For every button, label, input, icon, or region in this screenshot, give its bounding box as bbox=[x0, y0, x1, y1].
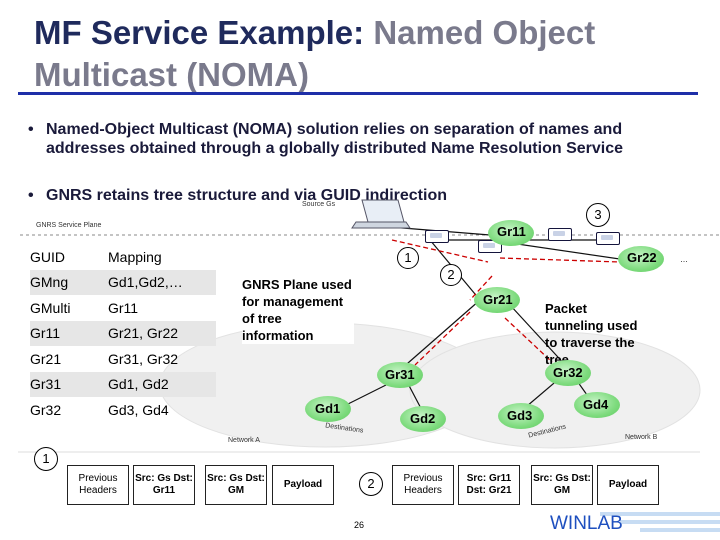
router-icon bbox=[596, 232, 620, 245]
router-icon bbox=[425, 230, 449, 243]
node-label: Gd3 bbox=[507, 408, 533, 423]
table-header-guid: GUID bbox=[30, 248, 65, 265]
tunnel-arrow-1 bbox=[391, 239, 489, 263]
table-cell: Gd3, Gd4 bbox=[108, 401, 169, 418]
packet-1-payload: Payload bbox=[272, 465, 334, 505]
title-part-1: MF Service Example: bbox=[34, 14, 374, 51]
tree-links bbox=[339, 226, 641, 417]
packet-2-marker: 2 bbox=[359, 472, 383, 496]
table-cell: GMulti bbox=[30, 299, 71, 316]
node-gr21 bbox=[474, 287, 520, 313]
link-gr21-gr31 bbox=[399, 299, 481, 371]
bullet-1: • Named-Object Multicast (NOMA) solution… bbox=[28, 120, 688, 180]
node-gr32 bbox=[545, 360, 591, 386]
table-cell: Gr11 bbox=[30, 320, 108, 346]
packet-1-previous-headers: Previous Headers bbox=[67, 465, 129, 505]
source-laptop-icon bbox=[351, 199, 411, 229]
table-row: Gr11 Gr21, Gr22 bbox=[30, 320, 216, 346]
network-b-cloud bbox=[409, 331, 701, 449]
tunnel-arrows bbox=[391, 239, 621, 366]
packet-2-outer-header: Src: Gr11 Dst: Gr21 bbox=[458, 465, 520, 505]
table-cell: Gr31 bbox=[30, 371, 108, 397]
table-cell: Gr11 bbox=[108, 299, 139, 316]
title-rule bbox=[18, 92, 698, 95]
table-header-mapping: Mapping bbox=[108, 248, 162, 265]
network-b-label: Network B bbox=[625, 434, 658, 441]
logo-stripe bbox=[600, 512, 720, 516]
tunnel-arrow-2 bbox=[499, 257, 621, 263]
tunnel-arrow-3 bbox=[469, 275, 493, 301]
step-marker-1: 1 bbox=[397, 247, 419, 269]
node-gr31 bbox=[377, 362, 423, 388]
table-cell: Gr21, Gr22 bbox=[108, 320, 216, 346]
packet-2-payload: Payload bbox=[597, 465, 659, 505]
router-icon bbox=[548, 228, 572, 241]
node-gd1 bbox=[305, 396, 351, 422]
table-cell: Gr21 bbox=[30, 350, 62, 367]
packet-2-inner-header: Src: Gs Dst: GM bbox=[531, 465, 593, 505]
step-marker-3: 3 bbox=[586, 203, 610, 227]
node-gd2 bbox=[400, 406, 446, 432]
table-row: GMng Gd1,Gd2,… bbox=[30, 269, 216, 295]
node-gd4 bbox=[574, 392, 620, 418]
node-label: Gd4 bbox=[583, 397, 609, 412]
slide-title: MF Service Example: Named Object Multica… bbox=[34, 12, 704, 96]
table-cell: Gd1,Gd2,… bbox=[108, 269, 216, 295]
table-cell: Gd1, Gd2 bbox=[108, 371, 216, 397]
node-gr11 bbox=[488, 220, 534, 246]
network-a-label: Network A bbox=[228, 437, 260, 444]
title-part-2: Named Object Multicast (NOMA) bbox=[34, 14, 596, 93]
packet-1-outer-header: Src: Gs Dst: Gr11 bbox=[133, 465, 195, 505]
page-number: 26 bbox=[354, 520, 365, 530]
node-label: Gr21 bbox=[483, 292, 513, 307]
packet-2-previous-headers: Previous Headers bbox=[392, 465, 454, 505]
table-cell: GMng bbox=[30, 269, 108, 295]
source-label: Source Gs bbox=[302, 201, 336, 208]
gnrs-mapping-table: GUID Mapping GMng Gd1,Gd2,… GMulti Gr11 … bbox=[30, 244, 216, 423]
winlab-logo: WINLAB bbox=[550, 513, 623, 534]
node-label: Gd1 bbox=[315, 401, 341, 416]
tunnel-arrow-5 bbox=[504, 317, 553, 363]
logo-stripe bbox=[620, 520, 720, 524]
packet-1-marker: 1 bbox=[34, 447, 58, 471]
bullet-dot: • bbox=[28, 187, 34, 204]
tunnel-arrow-4 bbox=[414, 311, 471, 366]
table-row: Gr32 Gd3, Gd4 bbox=[30, 397, 216, 423]
node-label: Gr31 bbox=[385, 367, 415, 382]
logo-stripe bbox=[640, 528, 720, 532]
node-label: Gd2 bbox=[410, 411, 436, 426]
node-label: Gr32 bbox=[553, 365, 583, 380]
bullet-text: Named-Object Multicast (NOMA) solution r… bbox=[46, 121, 624, 157]
table-cell: Gr31, Gr32 bbox=[108, 350, 179, 367]
table-cell: Gr32 bbox=[30, 401, 62, 418]
table-header-row: GUID Mapping bbox=[30, 244, 216, 270]
node-gr22 bbox=[618, 246, 664, 272]
service-plane-label: GNRS Service Plane bbox=[36, 222, 102, 229]
bullet-2: • GNRS retains tree structure and via GU… bbox=[28, 186, 688, 206]
tunnel-note: Packet tunneling used to traverse the tr… bbox=[545, 301, 638, 367]
ellipsis: … bbox=[680, 255, 688, 264]
link-gr21-gr32 bbox=[509, 304, 569, 369]
table-row: Gr21 Gr31, Gr32 bbox=[30, 346, 216, 372]
bullet-text: GNRS retains tree structure and via GUID… bbox=[46, 187, 447, 204]
node-label: Gr11 bbox=[497, 224, 526, 239]
bullet-dot: • bbox=[28, 121, 34, 138]
step-marker-2: 2 bbox=[440, 264, 462, 286]
gnrs-plane-note: GNRS Plane used for management of tree i… bbox=[242, 276, 354, 344]
table-row: Gr31 Gd1, Gd2 bbox=[30, 371, 216, 397]
node-gd3 bbox=[498, 403, 544, 429]
table-row: GMulti Gr11 bbox=[30, 295, 216, 321]
packet-1-inner-header: Src: Gs Dst: GM bbox=[205, 465, 267, 505]
node-label: Gr22 bbox=[627, 250, 657, 265]
